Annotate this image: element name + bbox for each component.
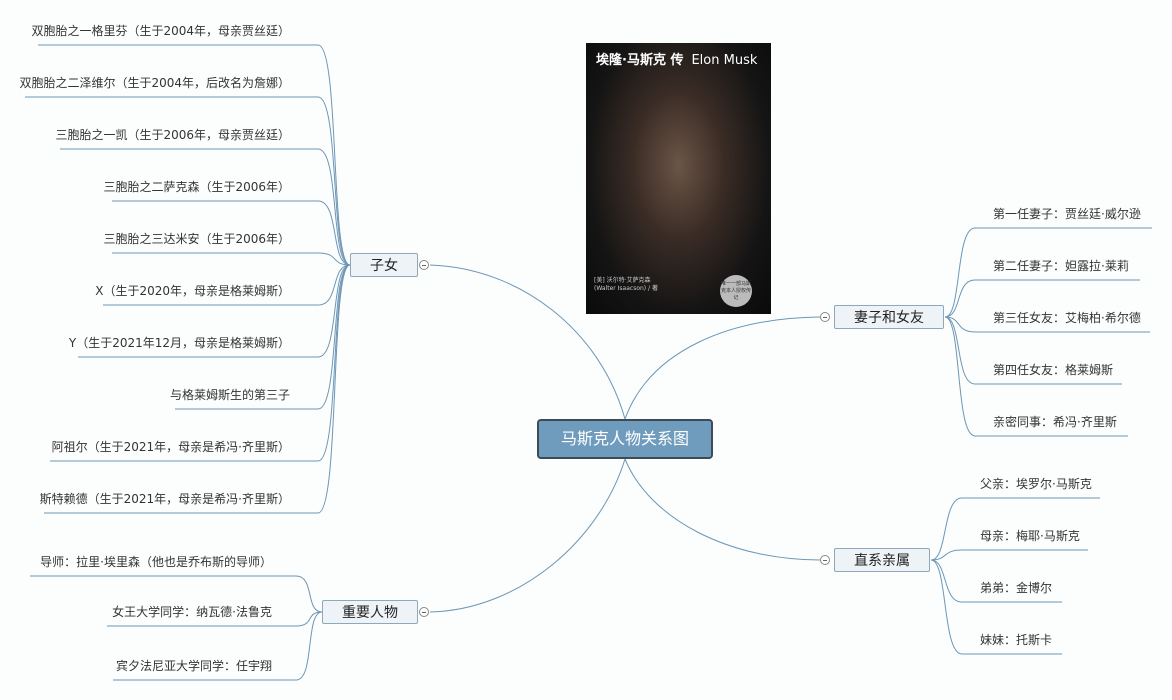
leaf-relative-2[interactable]: 母亲：梅耶·马斯克 [980, 529, 1080, 543]
root-node[interactable]: 马斯克人物关系图 [537, 419, 713, 459]
leaf-child-5[interactable]: 三胞胎之三达米安（生于2006年） [103, 232, 290, 246]
collapse-toggle-relatives[interactable] [820, 555, 830, 565]
leaf-spouse-4[interactable]: 第四任女友：格莱姆斯 [993, 363, 1114, 377]
collapse-toggle-spouses[interactable] [820, 312, 830, 322]
book-author: [美] 沃尔特·艾萨克森 (Walter Isaacson) / 著 [594, 277, 658, 292]
leaf-child-4[interactable]: 三胞胎之二萨克森（生于2006年） [103, 180, 290, 194]
collapse-toggle-children[interactable] [419, 260, 429, 270]
branch-relatives[interactable]: 直系亲属 [834, 548, 930, 572]
book-seal: 唯一一部马斯克本人授权传记 [720, 275, 752, 307]
leaf-relative-1[interactable]: 父亲：埃罗尔·马斯克 [980, 477, 1092, 491]
leaf-child-10[interactable]: 斯特赖德（生于2021年，母亲是希冯·齐里斯） [39, 492, 290, 506]
leaf-spouse-3[interactable]: 第三任女友：艾梅柏·希尔德 [993, 311, 1141, 325]
leaf-important-3[interactable]: 宾夕法尼亚大学同学：任宇翔 [115, 659, 272, 673]
leaf-child-1[interactable]: 双胞胎之一格里芬（生于2004年，母亲贾丝廷） [31, 24, 290, 38]
leaf-spouse-2[interactable]: 第二任妻子：妲露拉·莱莉 [993, 259, 1129, 273]
leaf-child-3[interactable]: 三胞胎之一凯（生于2006年，母亲贾丝廷） [55, 128, 290, 142]
collapse-toggle-important-people[interactable] [419, 607, 429, 617]
leaf-child-7[interactable]: Y（生于2021年12月，母亲是格莱姆斯） [68, 336, 290, 350]
branch-important-people[interactable]: 重要人物 [322, 600, 418, 624]
leaf-important-1[interactable]: 导师：拉里·埃里森（他也是乔布斯的导师） [40, 555, 272, 569]
leaf-child-9[interactable]: 阿祖尔（生于2021年，母亲是希冯·齐里斯） [51, 440, 290, 454]
branch-spouses[interactable]: 妻子和女友 [834, 305, 944, 329]
leaf-child-8[interactable]: 与格莱姆斯生的第三子 [169, 388, 290, 402]
leaf-spouse-5[interactable]: 亲密同事：希冯·齐里斯 [993, 415, 1117, 429]
branch-children[interactable]: 子女 [350, 253, 418, 277]
leaf-important-2[interactable]: 女王大学同学：纳瓦德·法鲁克 [112, 605, 272, 619]
leaf-child-6[interactable]: X（生于2020年，母亲是格莱姆斯） [95, 284, 290, 298]
leaf-relative-4[interactable]: 妹妹：托斯卡 [980, 633, 1053, 647]
leaf-spouse-1[interactable]: 第一任妻子：贾丝廷·威尔逊 [993, 207, 1141, 221]
leaf-child-2[interactable]: 双胞胎之二泽维尔（生于2004年，后改名为詹娜） [19, 76, 290, 90]
leaf-relative-3[interactable]: 弟弟：金博尔 [980, 581, 1053, 595]
